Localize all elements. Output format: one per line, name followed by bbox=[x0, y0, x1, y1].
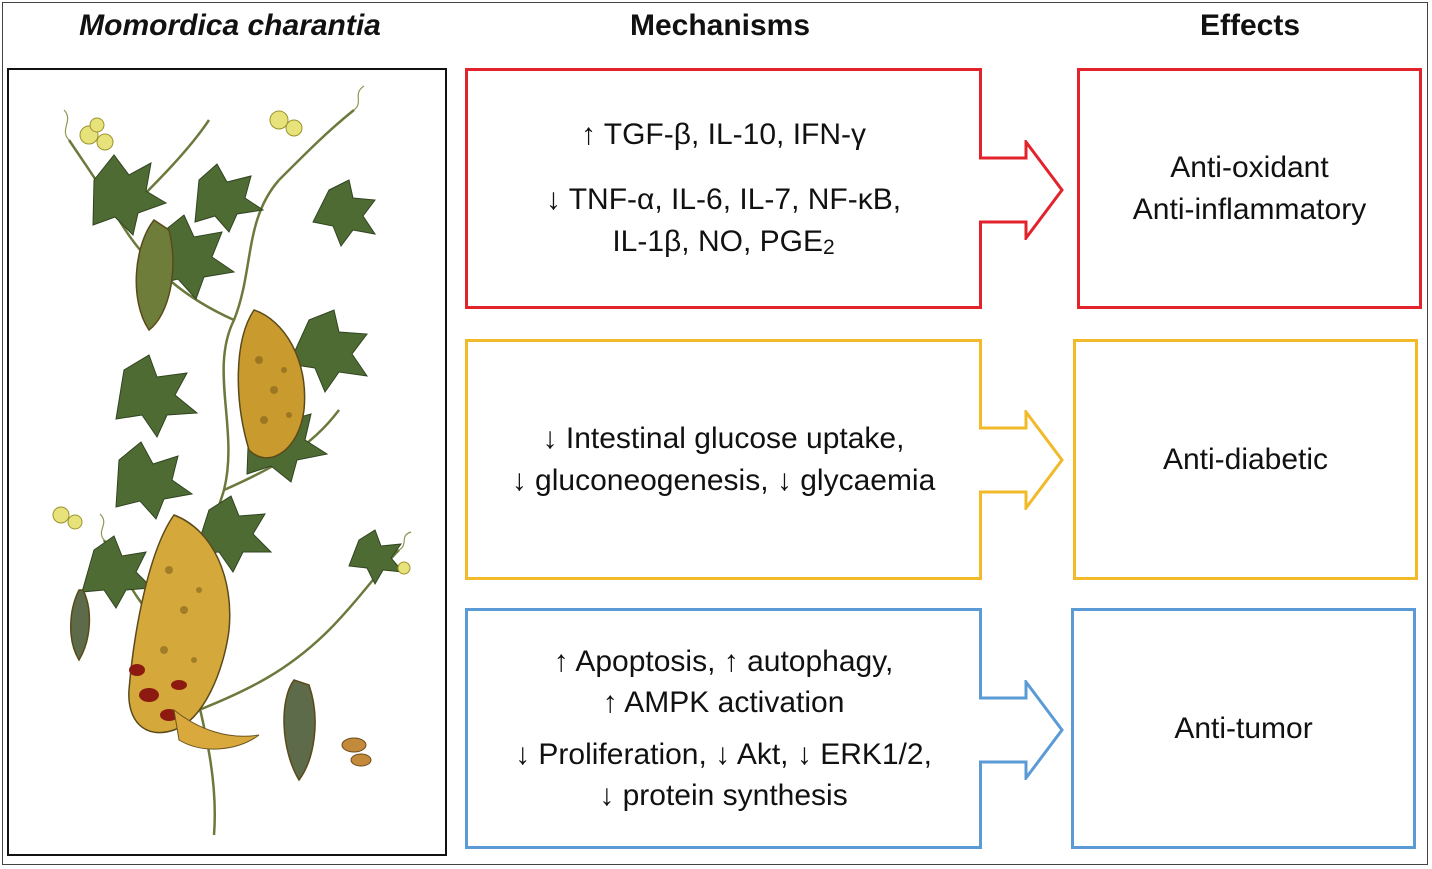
mechanism-line-pge: IL-1β, NO, PGE2 bbox=[612, 221, 834, 263]
mechanism-line: ↓ Proliferation, ↓ Akt, ↓ ERK1/2, bbox=[515, 737, 932, 771]
effect-label: Anti-diabetic bbox=[1162, 442, 1329, 476]
arrow-yellow bbox=[979, 410, 1064, 510]
mechanism-line: ↑ TGF-β, IL-10, IFN-γ bbox=[580, 118, 867, 152]
effect-box-anti-inflammatory: Anti-oxidant Anti-inflammatory bbox=[1077, 68, 1422, 309]
mechanism-box-inflammation: ↑ TGF-β, IL-10, IFN-γ ↓ TNF-α, IL-6, IL-… bbox=[465, 68, 982, 309]
effect-label: Anti-oxidant bbox=[1170, 151, 1329, 185]
arrow-red bbox=[979, 140, 1064, 240]
mechanism-line: ↑ AMPK activation bbox=[602, 686, 845, 720]
mechanism-box-tumor: ↑ Apoptosis, ↑ autophagy, ↑ AMPK activat… bbox=[465, 608, 982, 849]
mechanisms-title: Mechanisms bbox=[629, 9, 811, 42]
mechanism-line: ↓ protein synthesis bbox=[599, 778, 848, 812]
mechanism-line: ↓ TNF-α, IL-6, IL-7, NF-κB, bbox=[545, 183, 902, 217]
plant-title: Momordica charantia bbox=[79, 9, 381, 42]
plant-illustration bbox=[7, 68, 447, 856]
effects-title: Effects bbox=[1199, 9, 1301, 42]
mechanism-box-diabetic: ↓ Intestinal glucose uptake, ↓ gluconeog… bbox=[465, 339, 982, 580]
momordica-plant-drawing bbox=[52, 85, 412, 836]
arrow-blue bbox=[979, 680, 1064, 780]
effect-box-anti-diabetic: Anti-diabetic bbox=[1073, 339, 1418, 580]
mechanism-line: ↑ Apoptosis, ↑ autophagy, bbox=[553, 644, 894, 678]
effect-label: Anti-tumor bbox=[1174, 711, 1313, 745]
effect-label: Anti-inflammatory bbox=[1132, 192, 1367, 226]
effect-box-anti-tumor: Anti-tumor bbox=[1071, 608, 1416, 849]
subscript-2: 2 bbox=[822, 235, 835, 259]
mechanism-line: ↓ gluconeogenesis, ↓ glycaemia bbox=[511, 463, 936, 497]
mechanism-line-text: IL-1β, NO, PGE bbox=[612, 224, 823, 258]
mechanism-line: ↓ Intestinal glucose uptake, bbox=[542, 422, 905, 456]
